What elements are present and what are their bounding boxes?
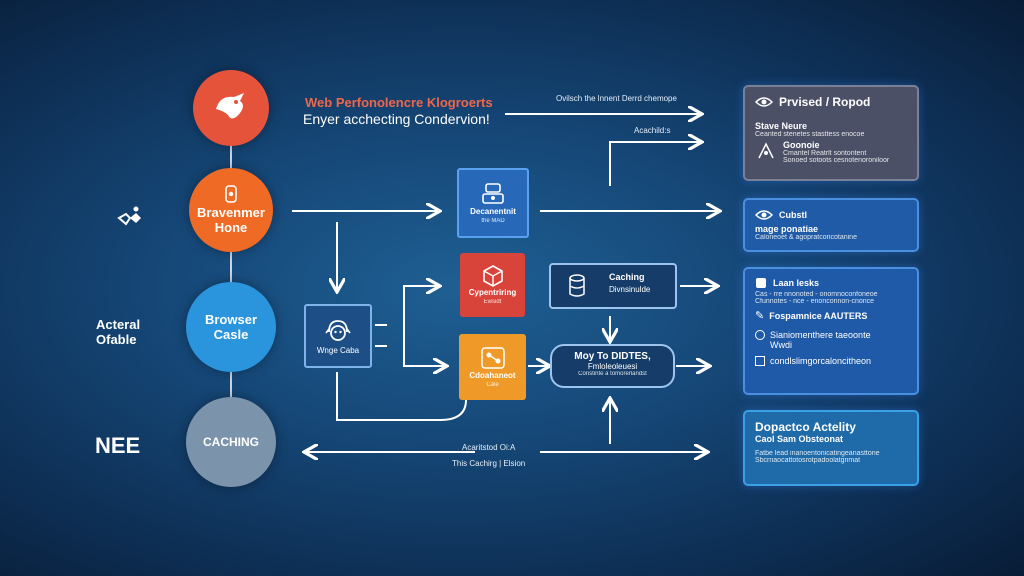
node-blue-sub: the MAD	[481, 218, 505, 224]
circle-browser[interactable]: Browser Casle	[186, 282, 276, 372]
panel-dopactco-header: Dopactco Actelity	[755, 420, 856, 434]
edit-icon: ✎	[755, 310, 765, 322]
arrow-to-red	[403, 286, 438, 360]
node-caching-sub: Divnsinulde	[609, 285, 651, 294]
node-orange-sub: Cale	[486, 382, 499, 388]
circle-caching-label: CACHING	[203, 434, 259, 449]
cube-icon	[482, 265, 503, 287]
eye-icon	[755, 97, 773, 107]
panel-cubstl-item-title: mage ponatiae	[755, 224, 819, 234]
panel-dopactco-item-1: Fatbe lead inanoentonicatingeanasttone	[755, 450, 880, 457]
arrow-label-bottom-2: This Cachirg | Elsion	[452, 459, 526, 468]
panel-prvised-header: Prvised / Ropod	[779, 95, 871, 109]
panel-laan-lesks[interactable]: Laan lesks Cas - rre nnonoted - onomnoco…	[743, 267, 919, 395]
panel-cubstl-header: Cubstl	[779, 210, 807, 220]
eye-icon	[755, 210, 773, 220]
left-label-acteral: Acteral	[96, 317, 141, 332]
node-orange[interactable]: Cdoahaneot Cale	[459, 334, 526, 400]
arrow-up-to-panel	[609, 142, 700, 186]
circle-caching[interactable]: CACHING	[186, 397, 276, 487]
network-icon	[480, 347, 505, 369]
panel-laan-item-4: Sianiomenthere taeoonte	[770, 330, 871, 340]
node-process-sub2: Constinte a tomorerlandst	[578, 371, 647, 377]
panel-prvised-item-2-text: Cmantel Reatrlt sontontent	[783, 150, 867, 157]
node-process-sub: Fmloleoleuesi	[587, 362, 638, 371]
panel-prvised[interactable]: Prvised / Ropod Stave Neure Ceanted sten…	[743, 85, 919, 181]
panel-prvised-item-2-title: Goonoie	[783, 140, 820, 150]
pen-nib-icon	[758, 142, 774, 159]
circle-bravenmer-label: Bravenmer Hone	[197, 205, 265, 235]
node-caching[interactable]: Caching Divnsinulde	[549, 263, 677, 309]
node-process[interactable]: Moy To DIDTES, Fmloleoleuesi Constinte a…	[550, 344, 675, 388]
node-browser[interactable]: Wnge Caba	[304, 304, 372, 368]
node-blue-title: Decanentnit	[470, 207, 516, 216]
panel-laan-item-5: Wwdi	[770, 340, 792, 350]
database-icon	[569, 274, 585, 297]
panel-laan-item-2: Cfunnotes - nce - enonconnon-cnonce	[755, 298, 875, 305]
panel-prvised-item-3-text: Sonoed sotoots cesnotenoroniloor	[783, 157, 890, 164]
header-title: Web Perfonolencre Klogroerts	[305, 95, 493, 110]
bird-icon	[216, 93, 244, 119]
node-red[interactable]: Cypentriring Ewsidt	[460, 253, 525, 317]
panel-dopactco[interactable]: Dopactco Actelity Caol Sam Obsteonat Fat…	[743, 410, 919, 486]
layers-icon	[756, 278, 766, 288]
node-browser-title: Wnge Caba	[316, 346, 360, 355]
circle-bravenmer[interactable]: Bravenmer Hone	[189, 168, 273, 252]
panel-dopactco-sub: Caol Sam Obsteonat	[755, 434, 844, 444]
node-process-title: Moy To DIDTES,	[574, 351, 651, 362]
left-label-nee: NEE	[95, 433, 141, 458]
circle-browser-label: Browser Casle	[204, 312, 258, 342]
arrow-label-top-right: Ovilsch the lnnent Derrd chemope	[556, 94, 677, 103]
panel-dopactco-item-2: Sbcrnaocattotosrotpadoolatgnmat	[755, 457, 861, 464]
node-orange-title: Cdoahaneot	[469, 371, 516, 380]
phone-icon	[225, 185, 237, 203]
arrow-to-orange	[403, 346, 445, 366]
panel-laan-header: Laan lesks	[773, 278, 820, 288]
node-red-sub: Ewsidt	[483, 299, 502, 305]
panel-laan-item-3: Fospamnice AAUTERS	[769, 310, 868, 321]
panel-prvised-item-1-title: Stave Neure	[755, 121, 808, 131]
panel-laan-item-1: Cas - rre nnonoted - onomnoconfoneoe	[755, 291, 878, 298]
node-caching-title: Caching	[609, 272, 645, 282]
arrow-label-bottom-1: Acaritstod Oi:A	[462, 443, 516, 452]
node-blue[interactable]: Decanentnit the MAD	[457, 168, 529, 238]
square-icon	[755, 356, 765, 366]
header-subtitle: Enyer acchecting Condervion!	[303, 111, 490, 127]
panel-laan-item-6: condlslimgorcaloncitheon	[770, 356, 872, 366]
circle-brand[interactable]	[193, 70, 269, 146]
panel-prvised-item-1-text: Ceanted stenetes stasttess enocoe	[755, 131, 865, 138]
node-red-title: Cypentriring	[468, 288, 517, 297]
panel-cubstl-item-text: Caloneoet & agopratconcotanine	[755, 234, 857, 241]
curve-browser-to-orange	[336, 372, 467, 421]
arrow-label-top-mid: Acachild:s	[634, 126, 671, 135]
circle-icon	[755, 330, 765, 340]
panel-cubstl[interactable]: Cubstl mage ponatiae Caloneoet & agoprat…	[743, 198, 919, 252]
server-icon	[482, 183, 504, 204]
left-label-ofable: Ofable	[96, 332, 137, 347]
browser-face-icon	[325, 320, 351, 341]
handshake-icon	[116, 204, 144, 230]
